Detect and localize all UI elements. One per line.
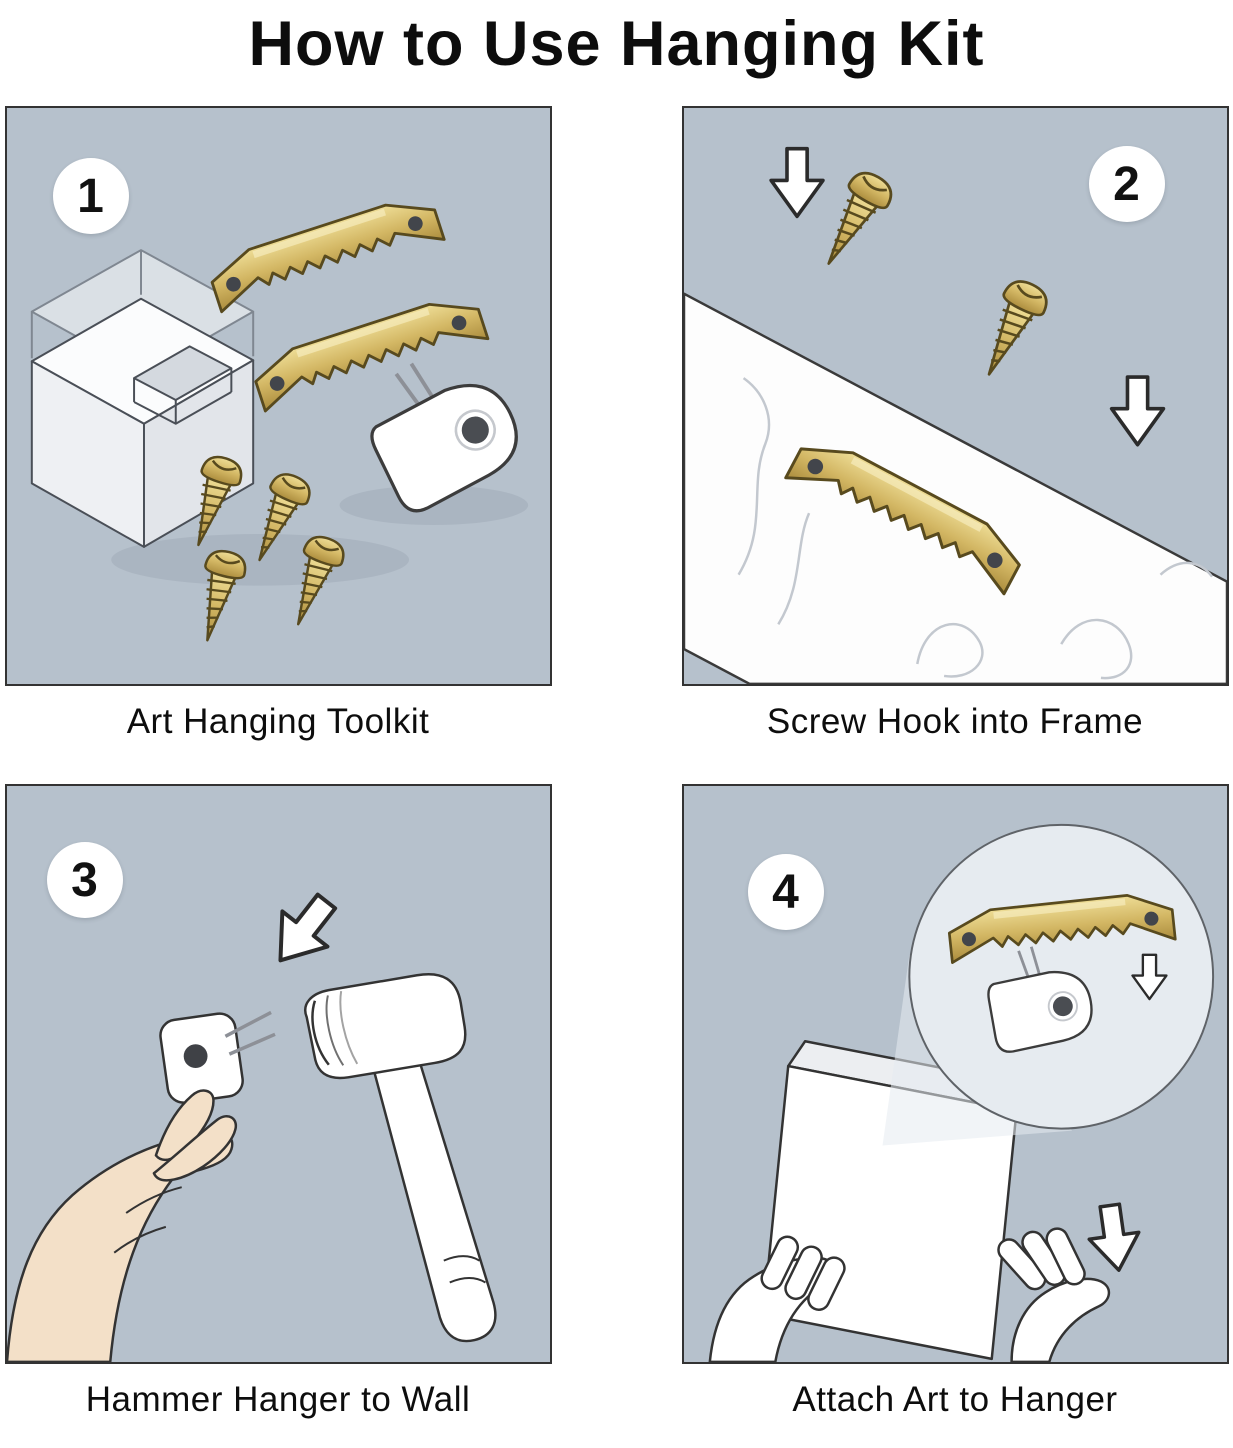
step-caption: Art Hanging Toolkit	[126, 702, 430, 741]
sawtooth-hanger-icon	[204, 189, 446, 314]
step-3-illustration	[6, 881, 497, 1362]
step-2-illustration	[683, 146, 1227, 684]
down-arrow-icon	[1109, 375, 1165, 447]
down-arrow-icon	[1082, 1200, 1145, 1276]
right-hand-icon	[996, 1227, 1110, 1362]
step-1-illustration	[30, 189, 534, 647]
hammer-icon	[303, 973, 497, 1343]
step-4-illustration	[708, 823, 1214, 1362]
step-3-panel: 3	[4, 784, 552, 1364]
magnifier-circle	[907, 823, 1214, 1130]
wood-grain	[737, 377, 1213, 680]
step-number-badge: 4	[747, 854, 824, 930]
step-2-panel: 2	[681, 106, 1229, 686]
down-arrow-icon	[768, 146, 825, 219]
step-number-badge: 1	[52, 158, 129, 234]
step-panel-4: 4 Attach Art to Hanger	[681, 784, 1229, 1420]
page-title: How to Use Hanging Kit	[248, 9, 985, 79]
step-panel-1: 1 Art Hanging Toolkit	[4, 106, 552, 742]
step-caption: Hammer Hanger to Wall	[85, 1380, 471, 1419]
down-arrow-icon	[255, 881, 351, 980]
step-number-badge: 3	[46, 842, 123, 918]
step-panel-2: 2 Screw Hook into Frame	[681, 106, 1229, 742]
step-panel-3: 3 Hammer Hanger to Wall	[4, 784, 552, 1420]
step-caption: Screw Hook into Frame	[766, 702, 1144, 741]
frame-molding	[683, 292, 1227, 684]
step-4-panel: 4	[681, 784, 1229, 1364]
step-caption: Attach Art to Hanger	[792, 1380, 1118, 1419]
left-hand-icon	[708, 1235, 846, 1362]
hand-icon	[6, 1089, 237, 1362]
step-1-panel: 1	[4, 106, 552, 686]
steps-grid: 1 Art Hanging Toolkit	[4, 106, 1229, 1420]
step-number-badge: 2	[1088, 146, 1165, 222]
storage-box-icon	[30, 249, 254, 548]
screw-icon	[967, 273, 1054, 386]
wall-hanger-icon	[158, 1010, 276, 1104]
